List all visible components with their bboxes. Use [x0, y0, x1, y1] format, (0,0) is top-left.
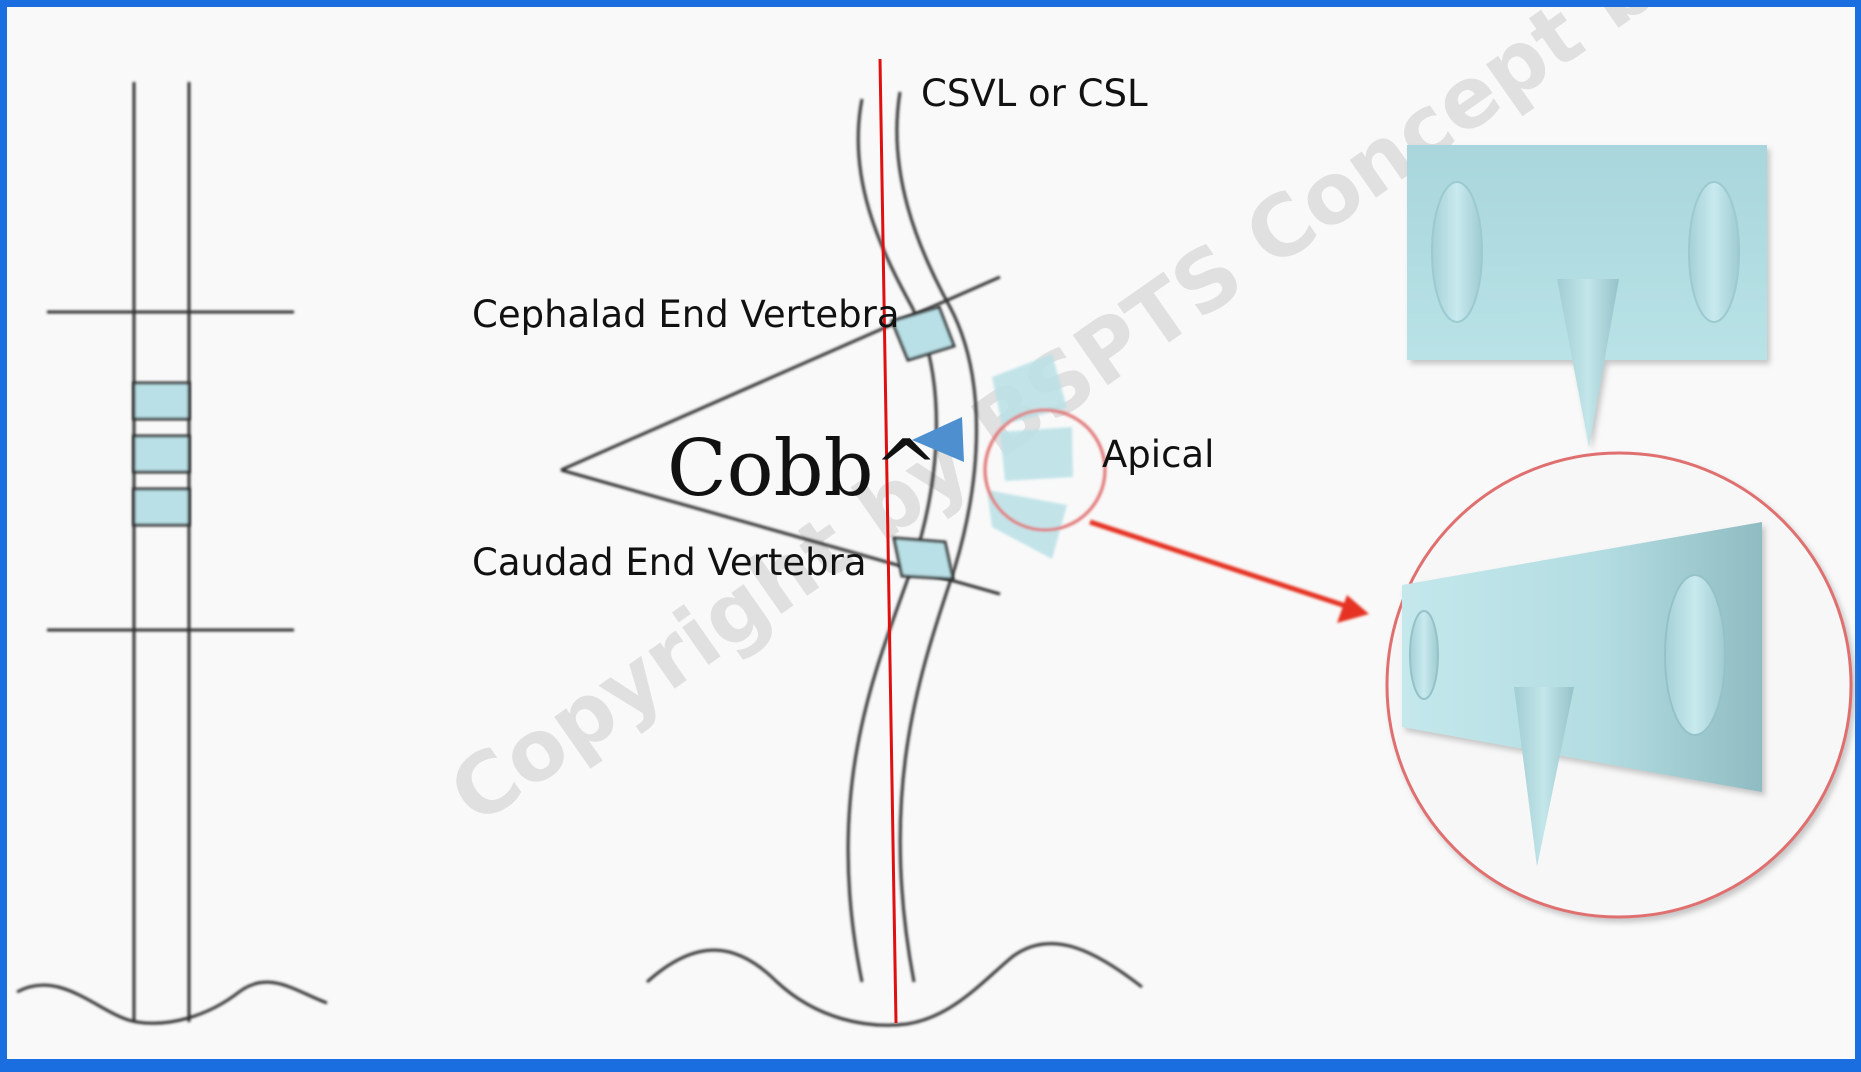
pedicle-oval-right: [1664, 574, 1726, 736]
cephalad-end-vertebra: [889, 305, 956, 362]
apical-vertebra-fragment: [1000, 427, 1073, 481]
cephalad-end-vertebra-label: Cephalad End Vertebra: [472, 293, 900, 336]
straight-spine: [16, 82, 328, 1025]
zoom-arrow: [1089, 519, 1369, 623]
apical-vertebra-fragment: [987, 490, 1067, 559]
rotated-vertebra-body: [1402, 522, 1762, 792]
pedicle-oval-left: [1409, 610, 1439, 700]
caudad-end-vertebra: [892, 536, 955, 581]
csvl-label: CSVL or CSL: [921, 72, 1148, 115]
cobb-angle-label: Cobb^: [667, 424, 939, 514]
spinous-process-rotated: [1514, 687, 1574, 867]
csvl-line: [878, 58, 898, 1024]
vertebra-block: [132, 487, 191, 527]
end-vertebrae: [889, 305, 956, 581]
vertebra-illustration-top: [1407, 145, 1767, 447]
pelvis-curve-middle: [645, 942, 1143, 1027]
apical-vertebra-fragment: [992, 354, 1067, 425]
pelvis-curve-left: [16, 980, 328, 1025]
vertebra-block: [132, 434, 191, 474]
caudad-end-vertebra-label: Caudad End Vertebra: [472, 541, 867, 584]
vertebra-block: [132, 381, 191, 421]
apical-label: Apical: [1102, 433, 1214, 476]
straight-spine-vertebrae: [132, 381, 191, 527]
apical-wedge: [912, 417, 964, 462]
curved-spine-right-edge: [895, 91, 978, 983]
curved-spine-left-edge: [846, 98, 938, 983]
vertebra-illustration-magnified: [1385, 451, 1853, 919]
pedicle-oval: [1688, 181, 1740, 323]
spinous-process: [1557, 279, 1619, 447]
pedicle-oval: [1431, 181, 1483, 323]
apical-magnifier-small: [983, 354, 1107, 559]
apical-circle-small: [983, 408, 1107, 532]
scoliosis-diagram: Copyright by BSPTS Concept by Rigo: [16, 7, 1861, 1027]
